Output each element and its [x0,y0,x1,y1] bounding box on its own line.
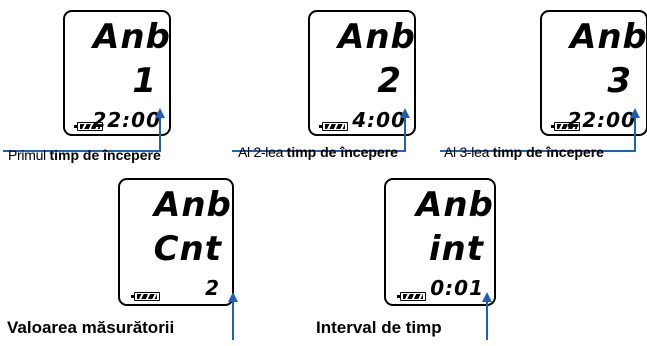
lcd-time: 4:00 [352,108,406,132]
caption-bold: timp de începere [286,144,398,160]
caption-start-time-1: Primul timp de începere [8,147,161,163]
caption-bold: timp de începere [49,147,161,163]
battery-full-icon [397,292,426,301]
lcd-display-start-time-3: Anb 3 22:00 [540,10,647,136]
battery-full-icon [319,122,348,131]
arrow-up-icon [400,108,410,118]
pointer-line [232,300,234,340]
caption-prefix: Primul [8,147,50,163]
lcd-time: 2 [205,276,220,300]
lcd-title: Anb [338,17,416,57]
pointer-line [486,300,488,340]
battery-full-icon [551,122,580,131]
lcd-value: int [428,229,484,269]
lcd-display-measurement-count: Anb Cnt 2 [118,178,234,306]
caption-measurement-value: Valoarea măsurătorii [7,318,175,337]
lcd-title: Anb [93,17,171,57]
pointer-line [159,116,161,152]
pointer-line [3,150,161,152]
lcd-title: Anb [570,17,647,57]
lcd-title: Anb [416,185,494,225]
lcd-value: 2 [377,61,402,101]
lcd-value: Cnt [153,229,222,269]
lcd-time: 22:00 [92,108,161,132]
caption-time-interval: Interval de timp [316,318,442,337]
arrow-up-icon [228,292,238,302]
arrow-up-icon [630,108,640,118]
lcd-time: 0:01 [430,276,484,300]
pointer-line [232,150,406,152]
pointer-line [440,150,636,152]
caption-start-time-3: Al 3-lea timp de începere [444,144,604,160]
caption-start-time-2: Al 2-lea timp de începere [238,144,398,160]
battery-full-icon [131,292,160,301]
lcd-display-time-interval: Anb int 0:01 [384,178,496,306]
caption-prefix: Al 2-lea [238,144,287,160]
pointer-line [634,116,636,152]
arrow-up-icon [155,108,165,118]
lcd-value: 1 [132,61,157,101]
arrow-up-icon [482,292,492,302]
lcd-display-start-time-2: Anb 2 4:00 [308,10,416,136]
pointer-line [404,116,406,152]
caption-prefix: Al 3-lea [444,144,493,160]
battery-full-icon [74,122,103,131]
lcd-time: 22:00 [567,108,636,132]
caption-bold: timp de începere [492,144,604,160]
lcd-title: Anb [154,185,232,225]
lcd-display-start-time-1: Anb 1 22:00 [63,10,171,136]
lcd-value: 3 [607,61,632,101]
